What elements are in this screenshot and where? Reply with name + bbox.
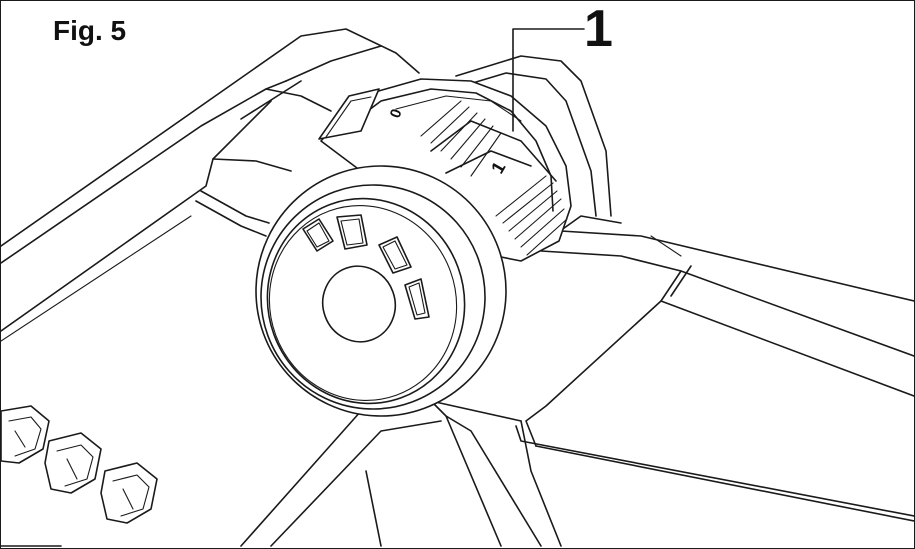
foot-clips: [1, 405, 158, 524]
indicator-window: [378, 236, 412, 274]
lower-surfaces: [240, 400, 562, 547]
right-arm: [445, 55, 914, 522]
indicator-window: [404, 278, 430, 320]
control-knob: [255, 165, 507, 417]
latch: [318, 88, 380, 140]
callout-number: 1: [584, 0, 613, 58]
figure-label: Fig. 5: [53, 15, 127, 46]
housing-body: [1, 28, 420, 547]
callout-leader-line: [512, 28, 585, 132]
